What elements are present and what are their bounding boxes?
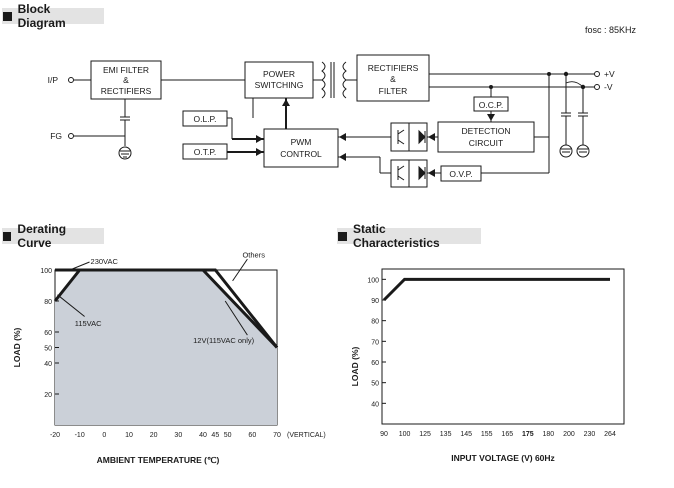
y-tick-label: 40 [371, 401, 379, 408]
x-tick-label: 50 [224, 432, 232, 439]
emi-label-1: EMI FILTER [103, 65, 149, 75]
y-tick-label: 50 [44, 346, 52, 353]
series-line-1 [53, 268, 279, 349]
block-diagram-title: Block Diagram [2, 2, 104, 30]
det-label-2: CIRCUIT [469, 138, 503, 148]
x-tick-label: 155 [481, 431, 493, 438]
y-tick-label: 100 [40, 268, 52, 275]
x-tick-label: 180 [543, 431, 555, 438]
static-characteristics-title: Static Characteristics [337, 222, 481, 250]
derating-curve-chart: 100 80 60 50 40 20 -20 -10 0 10 20 30 40 45 50 60 70 (VER… [12, 251, 326, 465]
y-tick-label: 70 [371, 339, 379, 346]
fg-label: FG [50, 131, 62, 141]
annotation-115vac: 115VAC [75, 319, 102, 328]
fosc-label: fosc : 85KHz [585, 25, 637, 35]
x-tick-label: 145 [460, 431, 472, 438]
x-tick-label: 200 [563, 431, 575, 438]
x-extra-label: (VERTICAL) [287, 432, 326, 439]
annotation-leader [232, 258, 248, 282]
y-tick-label: 20 [44, 392, 52, 399]
x-tick-label: -10 [75, 432, 85, 439]
block-diagram: I/P FG EMI FILTER & RECTIFIERS POWER SWI… [48, 54, 615, 188]
y-tick-label: 80 [44, 299, 52, 306]
x-tick-label: 90 [380, 431, 388, 438]
annotation-leader [224, 300, 248, 336]
derating-curve-title: Derating Curve [2, 222, 104, 250]
x-tick-label: -20 [50, 432, 60, 439]
derating-curve-title-text: Derating Curve [17, 222, 67, 250]
annotation-230vac: 230VAC [91, 257, 119, 266]
x-tick-label: 70 [273, 432, 281, 439]
y-tick-label: 50 [371, 381, 379, 388]
plot-frame [381, 268, 625, 425]
x-tick-label: 20 [150, 432, 158, 439]
x-tick-label: 60 [248, 432, 256, 439]
x-axis-label: INPUT VOLTAGE (V) 60Hz [451, 453, 555, 463]
y-axis-label: LOAD (%) [12, 328, 22, 368]
title-square-icon [338, 231, 347, 241]
power-label-1: POWER [263, 69, 295, 79]
load-line [382, 277, 610, 302]
vminus-label: -V [604, 82, 613, 92]
y-tick-label: 100 [367, 277, 379, 284]
y-tick-label: 40 [44, 361, 52, 368]
emi-label-2: & [123, 75, 129, 85]
emi-label-3: RECTIFIERS [101, 86, 152, 96]
x-tick-label: 230 [584, 431, 596, 438]
otp-label: O.T.P. [194, 147, 217, 157]
static-characteristics-chart: 100 90 80 70 60 50 40 90 100 125 135 145 155 165 175 18… [350, 268, 625, 463]
y-axis-label: LOAD (%) [350, 347, 360, 387]
annotation-leader [69, 261, 90, 271]
y-tick-label: 90 [371, 298, 379, 305]
annotation-leader [57, 294, 85, 317]
x-tick-label: 135 [440, 431, 452, 438]
x-tick-label: 100 [399, 431, 411, 438]
olp-label: O.L.P. [194, 114, 217, 124]
x-tick-label: 10 [125, 432, 133, 439]
power-label-2: SWITCHING [255, 80, 304, 90]
rectifiers-filter-box [356, 54, 430, 102]
x-tick-label: 125 [419, 431, 431, 438]
vplus-label: +V [604, 69, 615, 79]
pwm-label-2: CONTROL [280, 149, 322, 159]
static-characteristics-title-text: Static Characteristics [352, 222, 440, 250]
ovp-label: O.V.P. [449, 169, 472, 179]
x-tick-label: 175 [522, 431, 534, 438]
title-square-icon [3, 11, 12, 21]
derating-area [55, 270, 277, 425]
x-tick-label: 165 [501, 431, 513, 438]
pwm-label-1: PWM [291, 137, 312, 147]
annotation-12v: 12V(115VAC only) [193, 336, 255, 345]
det-label-1: DETECTION [461, 126, 510, 136]
x-tick-label: 264 [604, 431, 616, 438]
annotation-others: Others [242, 251, 265, 260]
block-diagram-title-text: Block Diagram [17, 2, 66, 30]
y-tick-label: 60 [44, 330, 52, 337]
x-tick-label: 0 [102, 432, 106, 439]
pwm-control-box [263, 128, 339, 168]
x-axis-label: AMBIENT TEMPERATURE (℃) [97, 455, 220, 465]
x-tick-label: 45 [211, 432, 219, 439]
x-tick-label: 30 [174, 432, 182, 439]
rect-label-1: RECTIFIERS [368, 63, 419, 73]
rect-label-2: & [390, 74, 396, 84]
y-tick-label: 60 [371, 360, 379, 367]
title-square-icon [3, 231, 12, 241]
ip-label: I/P [48, 75, 59, 85]
x-tick-label: 40 [199, 432, 207, 439]
ocp-label: O.C.P. [479, 100, 503, 110]
y-tick-label: 80 [371, 319, 379, 326]
rect-label-3: FILTER [379, 86, 408, 96]
